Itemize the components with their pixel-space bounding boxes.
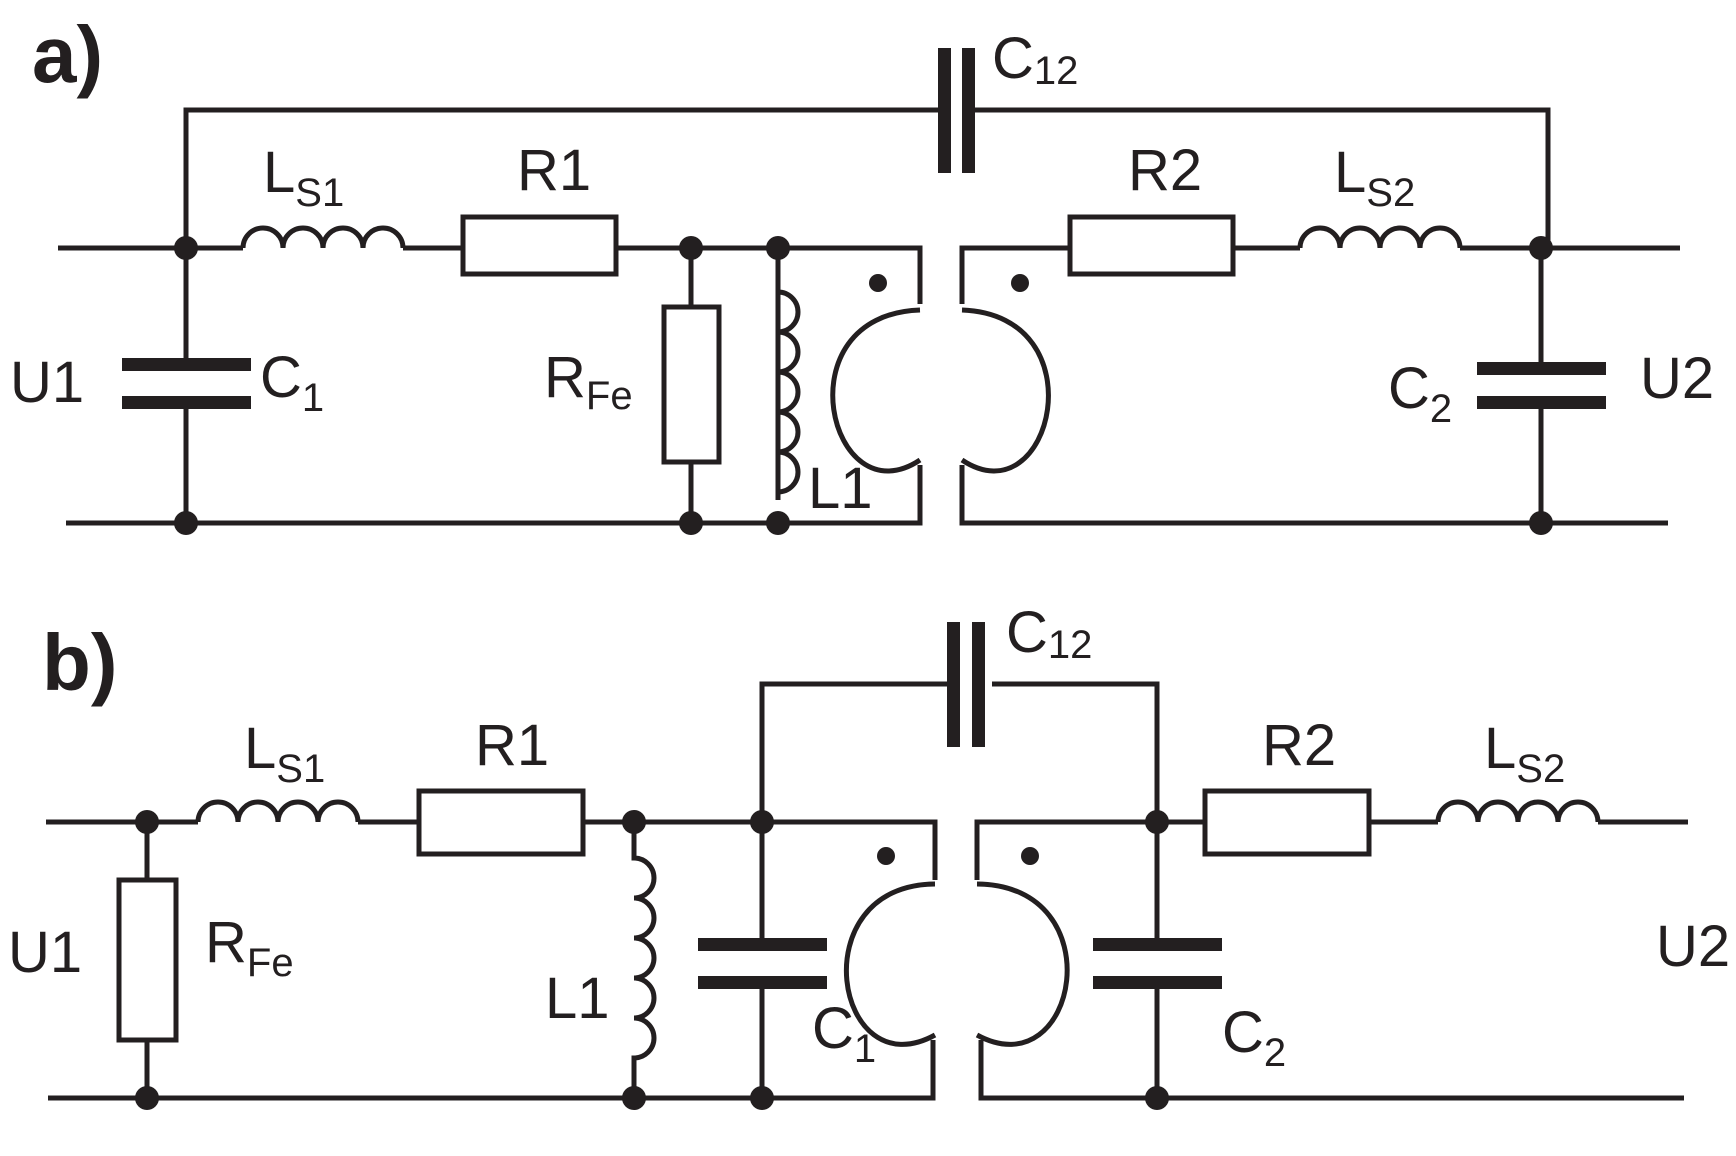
- resistor-r1-b: [416, 788, 586, 857]
- junction-b-2: [622, 810, 646, 834]
- capacitor-c1-plate-top-a: [122, 358, 251, 371]
- resistor-rfe-b: [116, 877, 179, 1043]
- label-u2-a: U2: [1640, 346, 1714, 411]
- transformer-primary-winding-b: [843, 881, 937, 1047]
- top-wire-primary-a: [58, 245, 923, 500]
- label-r1-b: R1: [475, 713, 549, 778]
- junction-a-7: [766, 511, 790, 535]
- label-rfe-b: RFe: [205, 910, 294, 985]
- junction-a-8: [1529, 511, 1553, 535]
- label-ls2-b: LS2: [1484, 716, 1565, 791]
- capacitor-c2-plate-top-a: [1477, 362, 1606, 375]
- bottom-wire-primary-a: [66, 465, 923, 526]
- label-l1-a: L1: [808, 456, 873, 521]
- capacitor-c2-plate-bottom-b: [1093, 976, 1222, 989]
- top-wire-primary-b: [46, 819, 938, 880]
- junction-a-3: [766, 236, 790, 260]
- junction-b-4: [1145, 810, 1169, 834]
- capacitor-c12-plate-right-a: [962, 48, 975, 173]
- inductor-ls1-a: [240, 225, 406, 249]
- capacitor-c12-plate-left-a: [938, 48, 951, 173]
- label-c1-b: C1: [812, 996, 876, 1071]
- label-ls1-b: LS1: [244, 716, 325, 791]
- label-r2-b: R2: [1262, 713, 1336, 778]
- label-ls1-a: LS1: [263, 140, 344, 215]
- junction-b-1: [135, 810, 159, 834]
- panel-a-tag: a): [32, 10, 103, 99]
- junction-b-7: [750, 1086, 774, 1110]
- label-u2-b: U2: [1656, 914, 1730, 979]
- junction-a-4: [1529, 236, 1553, 260]
- panel-b: b): [8, 600, 1730, 1110]
- panel-b-tag: b): [42, 618, 118, 707]
- junction-a-1: [174, 236, 198, 260]
- label-l1-b: L1: [545, 966, 610, 1031]
- transformer-primary-winding-a: [830, 307, 922, 474]
- secondary-leads-b: [974, 819, 1684, 1101]
- resistor-r2-b: [1202, 788, 1372, 857]
- capacitor-c2-plate-top-b: [1093, 938, 1222, 951]
- resistor-rfe-a: [661, 304, 722, 465]
- label-c1-a: C1: [260, 345, 324, 420]
- secondary-leads-a: [959, 245, 1668, 526]
- polarity-dot-primary-b: [877, 847, 895, 865]
- polarity-dot-secondary-b: [1021, 847, 1039, 865]
- inductor-ls2-b: [1435, 799, 1601, 823]
- resistor-r1-a: [460, 214, 619, 277]
- transformer-secondary-winding-b: [975, 881, 1070, 1047]
- capacitor-c1-plate-bottom-a: [122, 396, 251, 409]
- capacitor-c12-plate-right-b: [972, 622, 985, 747]
- transformer-secondary-winding-a: [960, 307, 1051, 474]
- junction-b-5: [135, 1086, 159, 1110]
- label-r1-a: R1: [517, 138, 591, 203]
- capacitor-c1-plate-bottom-b: [698, 976, 827, 989]
- panel-a: a): [10, 10, 1714, 535]
- label-c2-b: C2: [1222, 1000, 1286, 1075]
- label-c2-a: C2: [1388, 356, 1452, 431]
- polarity-dot-primary-a: [869, 274, 887, 292]
- label-u1-a: U1: [10, 350, 84, 415]
- junction-b-8: [1145, 1086, 1169, 1110]
- capacitor-c2-plate-bottom-a: [1477, 396, 1606, 409]
- c12-wire-a: [183, 107, 1551, 248]
- label-u1-b: U1: [8, 920, 82, 985]
- capacitor-c12-plate-left-b: [947, 622, 960, 747]
- inductor-ls2-a: [1297, 225, 1463, 249]
- label-rfe-a: RFe: [544, 345, 633, 418]
- polarity-dot-secondary-a: [1011, 274, 1029, 292]
- label-c12-b: C12: [1006, 600, 1092, 667]
- inductor-l1-a: [777, 289, 801, 495]
- label-ls2-a: LS2: [1334, 140, 1415, 215]
- junction-a-5: [174, 511, 198, 535]
- junction-b-3: [750, 810, 774, 834]
- bottom-wire-primary-b: [48, 1040, 936, 1101]
- junction-a-2: [679, 236, 703, 260]
- inductor-ls1-b: [195, 799, 361, 823]
- junction-b-6: [622, 1086, 646, 1110]
- c12-wire-b: [759, 681, 1160, 822]
- capacitor-c1-plate-top-b: [698, 938, 827, 951]
- inductor-l1-b: [631, 822, 657, 1098]
- label-c12-a: C12: [992, 26, 1078, 93]
- label-r2-a: R2: [1128, 138, 1202, 203]
- resistor-r2-a: [1067, 214, 1236, 277]
- junction-a-6: [679, 511, 703, 535]
